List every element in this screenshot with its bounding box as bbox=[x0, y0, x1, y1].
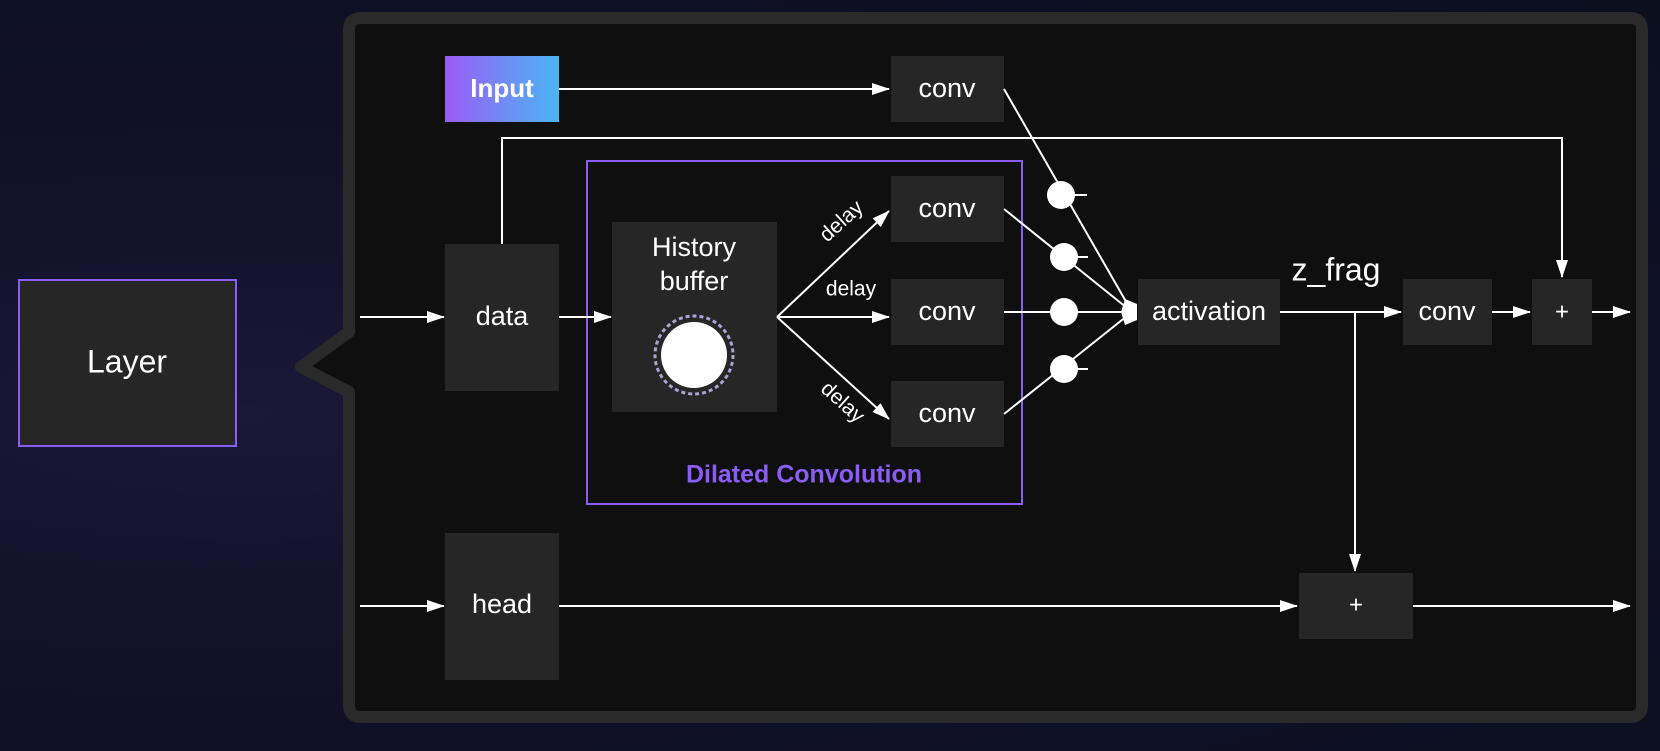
conv-delay-2-box[interactable] bbox=[891, 279, 1004, 345]
buffer-ring-icon bbox=[653, 314, 735, 396]
data-box[interactable] bbox=[445, 244, 559, 391]
delay-label-mid: delay bbox=[826, 278, 877, 301]
conv-delay-3-box[interactable] bbox=[891, 381, 1004, 447]
plus-top-box[interactable] bbox=[1532, 279, 1592, 345]
gate-nodes bbox=[1047, 181, 1137, 383]
conv-top-label: conv bbox=[918, 73, 976, 103]
layer-detail-panel bbox=[295, 12, 1648, 723]
conv-delay-2-label: conv bbox=[918, 296, 976, 326]
buffer-core-icon bbox=[661, 322, 727, 388]
history-buffer-label-line1: History bbox=[652, 232, 737, 262]
conv-out-label: conv bbox=[1418, 296, 1476, 326]
conv-delay-3-label: conv bbox=[918, 398, 976, 428]
plus-bottom-label: + bbox=[1349, 591, 1363, 618]
conv-delay-1-box[interactable] bbox=[891, 176, 1004, 242]
conv-delay-1-label: conv bbox=[918, 193, 976, 223]
head-box[interactable] bbox=[445, 533, 559, 680]
layer-label: Layer bbox=[87, 343, 167, 379]
activation-label: activation bbox=[1152, 296, 1266, 326]
data-label: data bbox=[476, 301, 530, 331]
dilated-convolution-group bbox=[586, 160, 1023, 505]
gate-circle-icon bbox=[1047, 181, 1075, 209]
edge-history-to-conv3 bbox=[776, 316, 890, 420]
layer-box[interactable] bbox=[18, 279, 237, 447]
z-frag-label: z_frag bbox=[1292, 251, 1381, 287]
gate-circle-icon bbox=[1050, 298, 1078, 326]
gate-circle-icon bbox=[1050, 355, 1078, 383]
plus-top-label: + bbox=[1555, 298, 1569, 325]
activation-box[interactable] bbox=[1138, 279, 1280, 345]
input-box[interactable] bbox=[445, 56, 559, 122]
dilated-convolution-label: Dilated Convolution bbox=[686, 461, 922, 489]
input-label: Input bbox=[470, 73, 534, 103]
plus-bottom-box[interactable] bbox=[1299, 573, 1413, 639]
connections bbox=[360, 83, 1631, 612]
conv-out-box[interactable] bbox=[1403, 279, 1492, 345]
history-buffer-label-line2: buffer bbox=[660, 266, 729, 296]
edge-history-to-conv1 bbox=[776, 210, 890, 318]
gate-circle-icon bbox=[1050, 243, 1078, 271]
activation-merge-icon bbox=[1121, 299, 1137, 325]
head-label: head bbox=[472, 589, 532, 619]
conv-top-box[interactable] bbox=[891, 56, 1004, 122]
